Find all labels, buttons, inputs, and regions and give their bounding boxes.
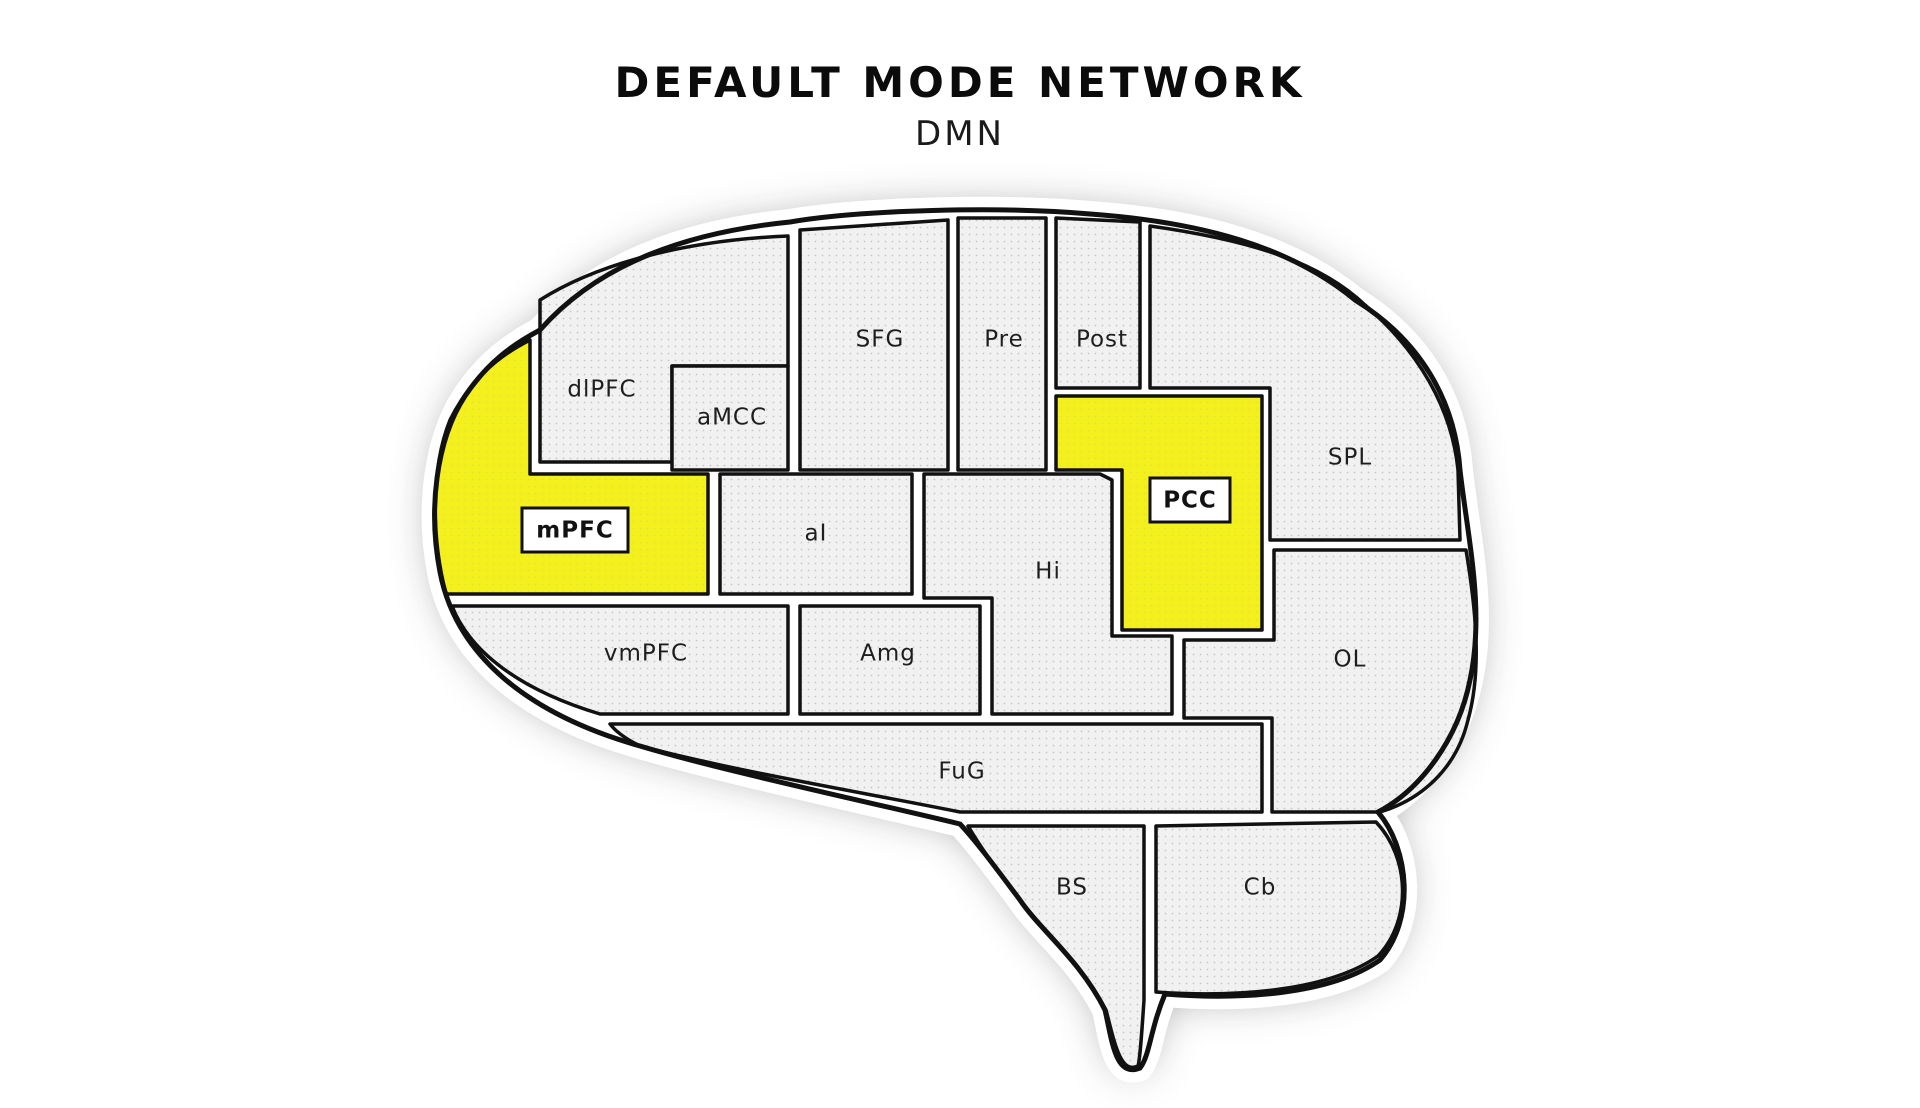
region-label-amg: Amg [860,641,916,667]
region-amcc [670,364,790,472]
region-border-post [1054,216,1142,390]
region-labels: dlPFC aMCC SFG Pre Post SPL mPFC aI Hi P… [520,327,1372,901]
region-label-dlpfc: dlPFC [567,377,636,403]
region-texture-spl [1150,226,1460,540]
region-label-fug: FuG [938,759,985,785]
region-label-cb: Cb [1244,875,1277,901]
region-border-amcc [670,364,790,472]
region-texture-amg [800,606,980,714]
region-ai [718,472,914,596]
region-hi [922,472,1174,716]
region-texture-ai [720,474,912,594]
region-texture-hi [924,474,1172,714]
region-border-sfg [798,218,950,472]
region-post [1054,216,1142,390]
region-label-ol: OL [1334,647,1367,673]
region-texture-post [1056,218,1140,388]
brain-outline [432,207,1479,1073]
region-label-vmpfc: vmPFC [604,641,688,667]
diagram-subtitle: DMN [915,114,1005,154]
region-label-sfg: SFG [856,327,905,353]
region-amg [798,604,982,716]
region-cb [1154,820,1405,996]
region-texture-ol [1184,550,1477,812]
region-texture-fug [610,724,1262,812]
region-border-fug [608,722,1264,814]
diagram-title: DEFAULT MODE NETWORK [614,58,1306,107]
region-label-pre: Pre [984,327,1024,353]
region-border-dlpfc [538,234,790,464]
region-label-hi: Hi [1035,559,1061,585]
region-label-post: Post [1076,327,1128,353]
region-pre [956,216,1048,472]
region-label-ai: aI [805,521,828,547]
region-border-pre [956,216,1048,472]
region-label-bs: BS [1056,875,1088,901]
region-border-pcc [1054,394,1264,632]
region-border-hi [922,472,1174,716]
region-tag-mpfc: mPFC [520,506,630,554]
region-label-pcc: PCC [1163,488,1217,514]
region-label-mpfc: mPFC [536,518,613,544]
region-texture-sfg [800,220,948,470]
region-texture-amcc [672,366,788,470]
region-label-spl: SPL [1328,445,1372,471]
region-border-amg [798,604,982,716]
region-dlpfc [538,234,790,464]
region-label-amcc: aMCC [697,405,767,431]
region-border-cb [1154,820,1405,996]
region-tag-pcc: PCC [1148,476,1232,524]
region-border-ai [718,472,914,596]
region-texture-pre [958,218,1046,470]
region-texture-dlpfc [540,236,788,462]
region-texture-mpfc [435,340,708,594]
region-vmpfc [450,604,790,716]
region-fug [608,722,1264,814]
region-texture-cb [1156,822,1403,994]
region-sfg [798,218,950,472]
